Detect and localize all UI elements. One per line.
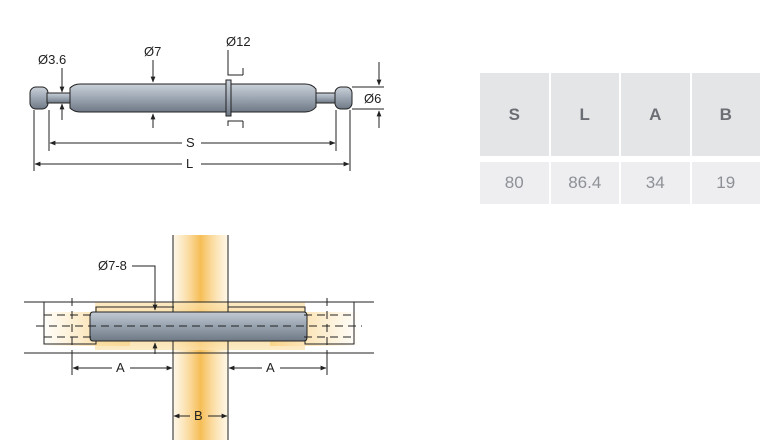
label-b: B (194, 408, 203, 423)
header-l: L (550, 73, 619, 156)
dimension-table: S L A B 80 86.4 34 19 (478, 71, 762, 206)
dowel-pin-drawing: Ø3.6 Ø7 Ø12 Ø6 S L (29, 34, 384, 171)
label-d-hole: Ø7-8 (98, 258, 127, 273)
value-a: 34 (621, 162, 690, 204)
section-dimension-lines (71, 265, 328, 419)
label-d-end: Ø3.6 (38, 52, 66, 67)
label-d-collar: Ø12 (226, 34, 251, 49)
header-a: A (621, 73, 690, 156)
label-l: L (186, 156, 193, 171)
label-d-head: Ø6 (364, 91, 381, 106)
table-row: 80 86.4 34 19 (480, 162, 760, 204)
value-s: 80 (480, 162, 549, 204)
assembly-section-drawing: Ø7-8 A A B (24, 235, 374, 440)
section-dimension-labels: Ø7-8 A A B (98, 258, 275, 423)
label-s: S (186, 135, 195, 150)
header-b: B (691, 73, 760, 156)
header-s: S (480, 73, 549, 156)
dowel-pin (29, 79, 353, 117)
table-header-row: S L A B (480, 73, 760, 156)
pin-dimension-labels: Ø3.6 Ø7 Ø12 Ø6 S L (38, 34, 381, 171)
value-b: 19 (691, 162, 760, 204)
label-d-body: Ø7 (144, 44, 161, 59)
label-a-right: A (266, 360, 275, 375)
label-a-left: A (116, 360, 125, 375)
table-spacer (480, 158, 760, 160)
pin-dimension-lines (33, 50, 384, 171)
value-l: 86.4 (550, 162, 619, 204)
